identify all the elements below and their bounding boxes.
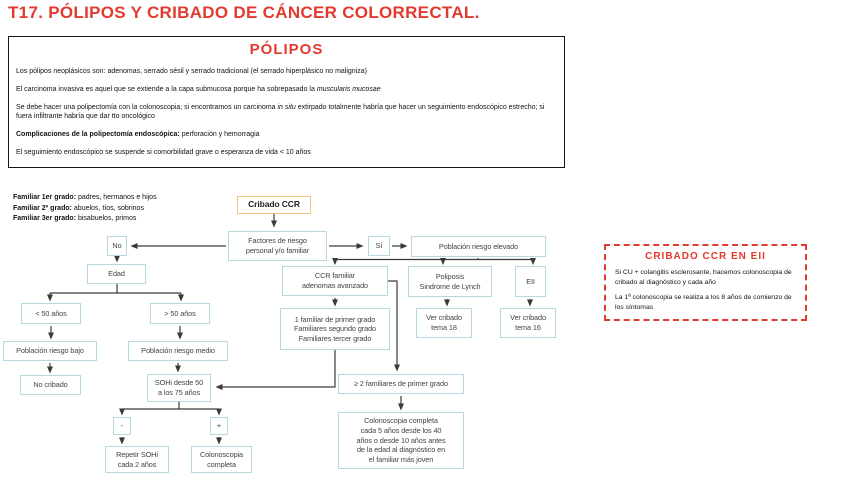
node-si: Sí (368, 236, 390, 256)
polipos-line-complicaciones: Complicaciones de la polipectomía endosc… (16, 131, 260, 139)
node-poblacion-riesgo-elevado: Población riesgo elevado (411, 236, 546, 257)
eii-panel-line-primera: La 1ª colonoscopia se realiza a los 8 añ… (615, 294, 792, 311)
node-colonoscopia-cada-5: Colonoscopia completa cada 5 años desde … (338, 412, 464, 469)
node-sohi-negativo: - (113, 417, 131, 435)
polipos-line-polipectomia: Se debe hacer una polipectomía con la co… (16, 104, 545, 121)
node-factores-riesgo: Factores de riesgo personal y/o familiar (228, 231, 327, 261)
eii-panel-line-cu: Si CU + colangitis esclerosante, hacemos… (615, 269, 792, 286)
node-ver-cribado-tema-18: Ver cribado tema 18 (416, 308, 472, 338)
node-poblacion-riesgo-medio: Población riesgo medio (128, 341, 228, 361)
node-dos-familiares: ≥ 2 familiares de primer grado (338, 374, 464, 394)
polipos-line-seguimiento: El seguimiento endoscópico se suspende s… (16, 149, 311, 157)
legend-item: Familiar 1er grado: padres, hermanos e h… (13, 194, 157, 201)
page-title: T17. PÓLIPOS Y CRIBADO DE CÁNCER COLORRE… (8, 3, 480, 22)
eii-panel-title: CRIBADO CCR EN EII (645, 251, 766, 262)
node-no-cribado: No cribado (20, 375, 81, 395)
polipos-line-carcinoma: El carcinoma invasiva es aquel que se ex… (16, 86, 381, 94)
polipos-line-neoplasicos: Los pólipos neoplásicos son: adenomas, s… (16, 68, 367, 75)
node-ccr-familiar: CCR familiar adenomas avanzado (282, 266, 388, 296)
node-sohi: SOHi desde 50 a los 75 años (147, 374, 211, 402)
node-colonoscopia-completa: Colonoscopia completa (191, 446, 252, 473)
node-repetir-sohi: Repetir SOHi cada 2 años (105, 446, 169, 473)
polipos-panel-title: PÓLIPOS (249, 41, 324, 58)
node-poblacion-riesgo-bajo: Población riesgo bajo (3, 341, 97, 361)
legend-item: Familiar 3er grado: bisabuelos, primos (13, 215, 137, 222)
node-eii: EII (515, 266, 546, 297)
node-menor-50: < 50 años (21, 303, 81, 324)
legend-item: Familiar 2º grado: abuelos, tíos, sobrin… (13, 204, 144, 212)
node-ver-cribado-tema-16: Ver cribado tema 16 (500, 308, 556, 338)
node-familiares-grados: 1 familiar de primer grado Familiares se… (280, 308, 390, 350)
polipos-panel: PÓLIPOS Los pólipos neoplásicos son: ade… (8, 36, 565, 168)
node-sohi-positivo: + (210, 417, 228, 435)
legend-familiar-grados: Familiar 1er grado: padres, hermanos e h… (13, 193, 157, 225)
node-mayor-50: > 50 años (150, 303, 210, 324)
node-edad: Edad (87, 264, 146, 284)
node-cribado-ccr: Cribado CCR (237, 196, 311, 214)
cribado-ccr-eii-panel: CRIBADO CCR EN EII Si CU + colangitis es… (604, 244, 807, 321)
node-no: No (107, 236, 127, 256)
node-poliposis-lynch: Poliposis Sindrome de Lynch (408, 266, 492, 297)
